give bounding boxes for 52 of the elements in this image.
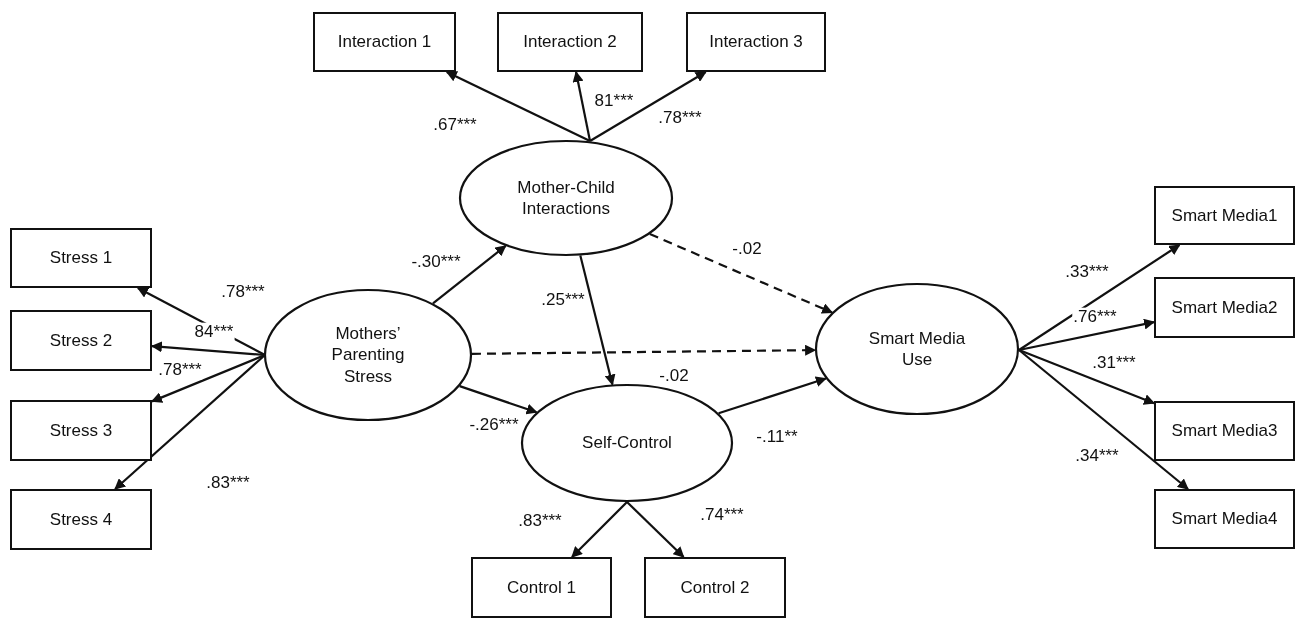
arrow	[459, 385, 538, 415]
observed-variable-box	[644, 557, 786, 618]
arrow	[572, 70, 592, 142]
variable-label: Smart Media1	[1171, 204, 1278, 227]
variable-label: Stress 3	[49, 419, 113, 442]
arrow	[579, 255, 616, 386]
arrow	[151, 354, 266, 403]
arrow	[718, 376, 827, 415]
arrow	[649, 233, 834, 314]
arrow	[626, 501, 685, 558]
observed-variable-box	[1154, 401, 1295, 461]
observed-variable-box	[10, 310, 152, 371]
arrow	[445, 71, 591, 142]
arrow	[1018, 244, 1181, 351]
observed-variable-box	[10, 489, 152, 550]
path-coefficient: 84***	[193, 322, 235, 342]
variable-label: Interaction 3	[709, 31, 803, 53]
observed-variable-box	[471, 557, 612, 618]
variable-label: Stress 2	[49, 329, 113, 352]
arrow	[1018, 318, 1156, 352]
observed-variable-box	[10, 400, 152, 461]
variable-label: Mothers’ Parenting Stress	[330, 323, 406, 387]
variable-label: Stress 1	[49, 247, 113, 269]
observed-variable-box	[1154, 489, 1295, 549]
latent-variable-ellipse	[815, 283, 1019, 415]
arrow	[589, 71, 707, 142]
latent-variable-ellipse	[459, 140, 673, 256]
variable-label: Smart Media2	[1171, 296, 1278, 319]
variable-label: Smart Media3	[1171, 420, 1278, 442]
observed-variable-box	[1154, 277, 1295, 338]
observed-variable-box	[10, 228, 152, 288]
latent-variable-ellipse	[264, 289, 472, 421]
variable-label: Control 1	[507, 576, 576, 599]
variable-label: Self-Control	[582, 432, 672, 454]
variable-label: Control 2	[680, 576, 750, 599]
arrow	[1018, 348, 1155, 405]
observed-variable-box	[686, 12, 826, 72]
observed-variable-box	[497, 12, 643, 72]
arrow	[1018, 349, 1189, 490]
variable-label: Mother-Child Interactions	[516, 176, 616, 220]
arrow	[571, 501, 628, 558]
variable-label: Smart Media4	[1171, 508, 1278, 530]
observed-variable-box	[1154, 186, 1295, 245]
variable-label: Interaction 2	[523, 31, 617, 53]
observed-variable-box	[313, 12, 456, 72]
arrow	[471, 344, 817, 356]
variable-label: Stress 4	[49, 508, 113, 531]
arrow	[432, 245, 507, 305]
variable-label: Smart Media Use	[867, 327, 967, 371]
arrow	[114, 354, 266, 490]
latent-variable-ellipse	[521, 384, 733, 502]
variable-label: Interaction 1	[337, 31, 432, 53]
